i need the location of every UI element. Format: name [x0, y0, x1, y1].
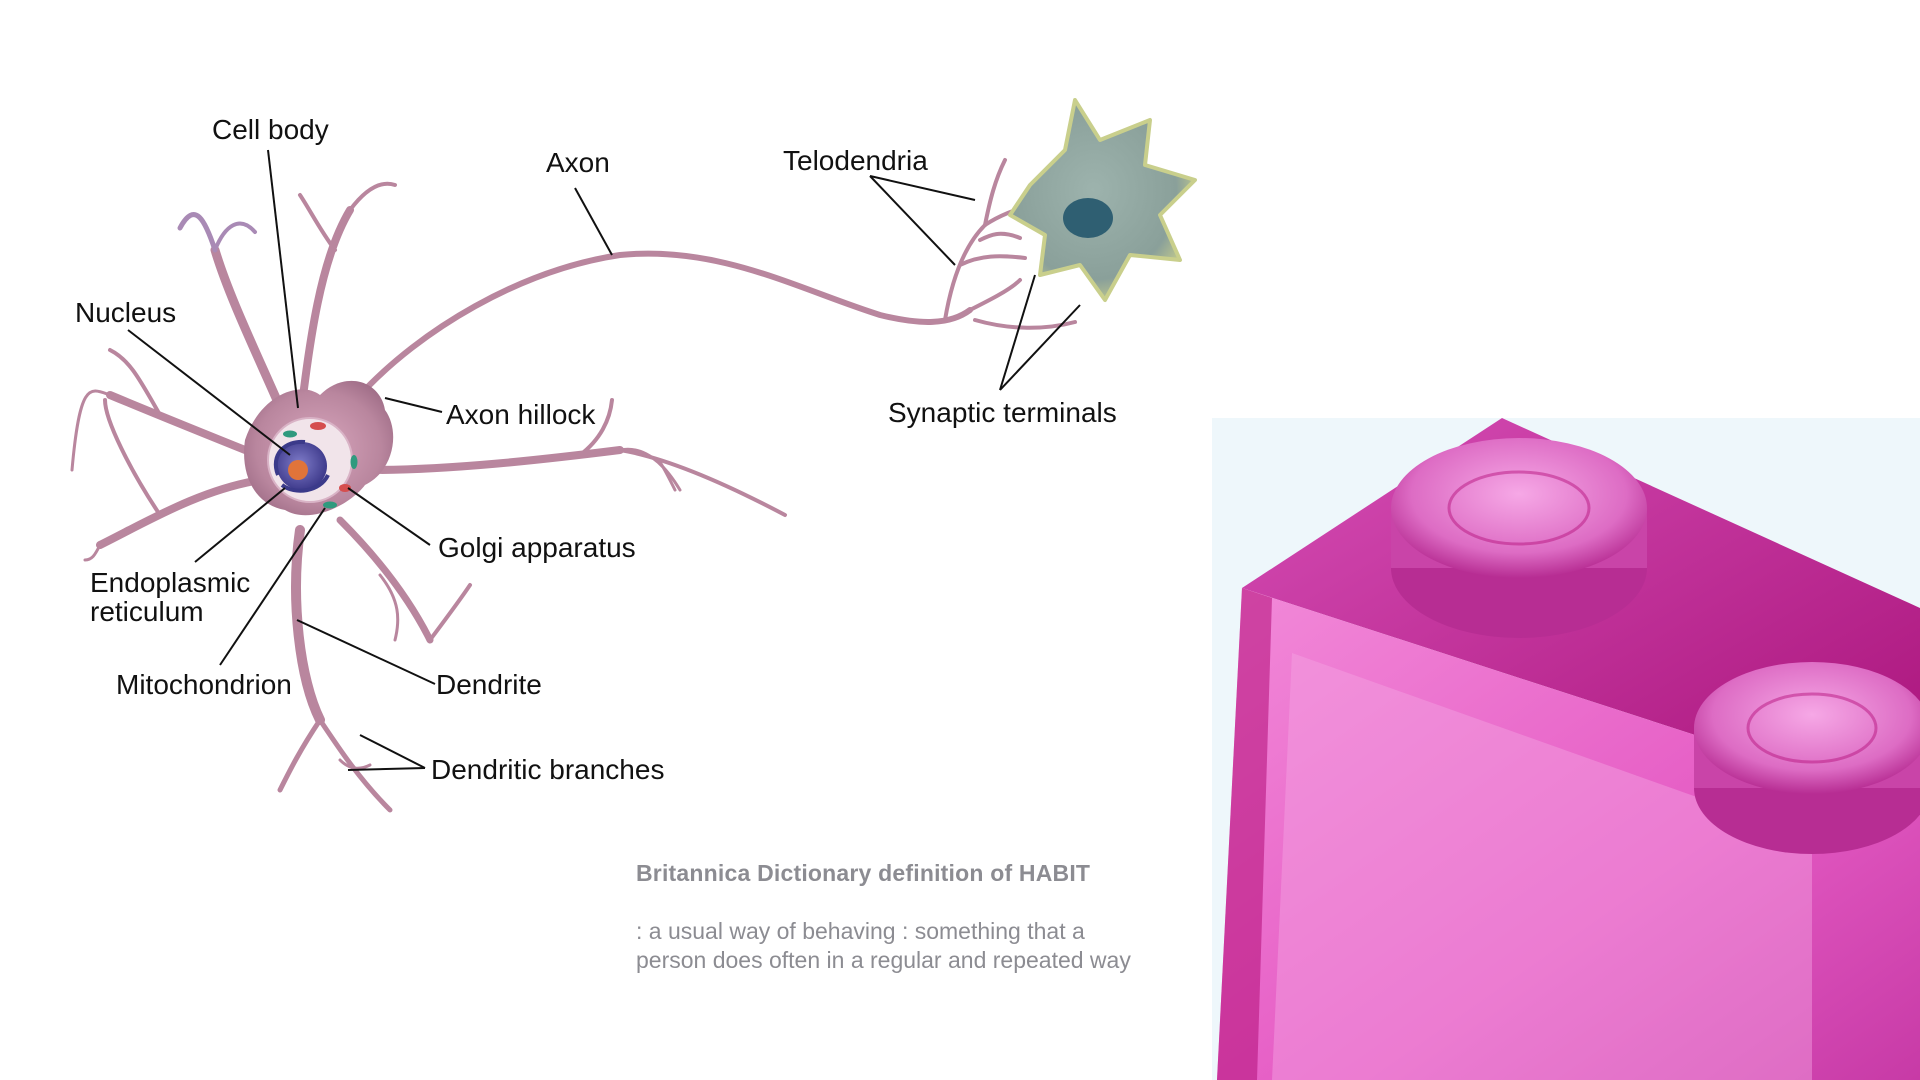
leader-lines [127, 149, 1081, 771]
target-cell [1008, 98, 1197, 302]
mitochondrion-1 [283, 430, 297, 438]
golgi-apparatus-mark [339, 484, 351, 492]
label-mitochondrion: Mitochondrion [116, 669, 292, 700]
endoplasmic-reticulum [274, 439, 330, 493]
brick-photo [1212, 418, 1920, 1080]
label-endoplasmic-reticulum-1: Endoplasmic [90, 567, 250, 598]
brick-inner-glow [1272, 653, 1812, 1080]
nucleolus [288, 460, 308, 480]
dendrites [70, 181, 787, 813]
label-axon: Axon [546, 147, 610, 178]
mitochondrion-3 [323, 501, 337, 509]
brick-stud-2 [1694, 662, 1920, 854]
brick-illustration [1217, 418, 1920, 1080]
target-nucleus [1063, 198, 1113, 238]
definition-block: Britannica Dictionary definition of HABI… [636, 860, 1136, 975]
label-axon-hillock: Axon hillock [446, 399, 596, 430]
label-endoplasmic-reticulum-2: reticulum [90, 596, 204, 627]
label-dendrite: Dendrite [436, 669, 542, 700]
label-dendritic-branches: Dendritic branches [431, 754, 664, 785]
label-golgi-apparatus: Golgi apparatus [438, 532, 636, 563]
label-nucleus: Nucleus [75, 297, 176, 328]
brick-edge [1217, 588, 1272, 1080]
label-cell-body: Cell body [212, 114, 329, 145]
red-organelle [310, 422, 326, 430]
definition-title: Britannica Dictionary definition of HABI… [636, 860, 1091, 886]
mitochondrion-2 [350, 455, 358, 469]
definition-body: : a usual way of behaving : something th… [636, 918, 1131, 973]
brick-front-face [1217, 588, 1920, 1080]
brick-stud-1 [1391, 438, 1647, 638]
axon-fiber [357, 250, 973, 398]
label-telodendria: Telodendria [783, 145, 928, 176]
telodendria-branches [943, 158, 1077, 330]
label-synaptic-terminals: Synaptic terminals [888, 397, 1117, 428]
